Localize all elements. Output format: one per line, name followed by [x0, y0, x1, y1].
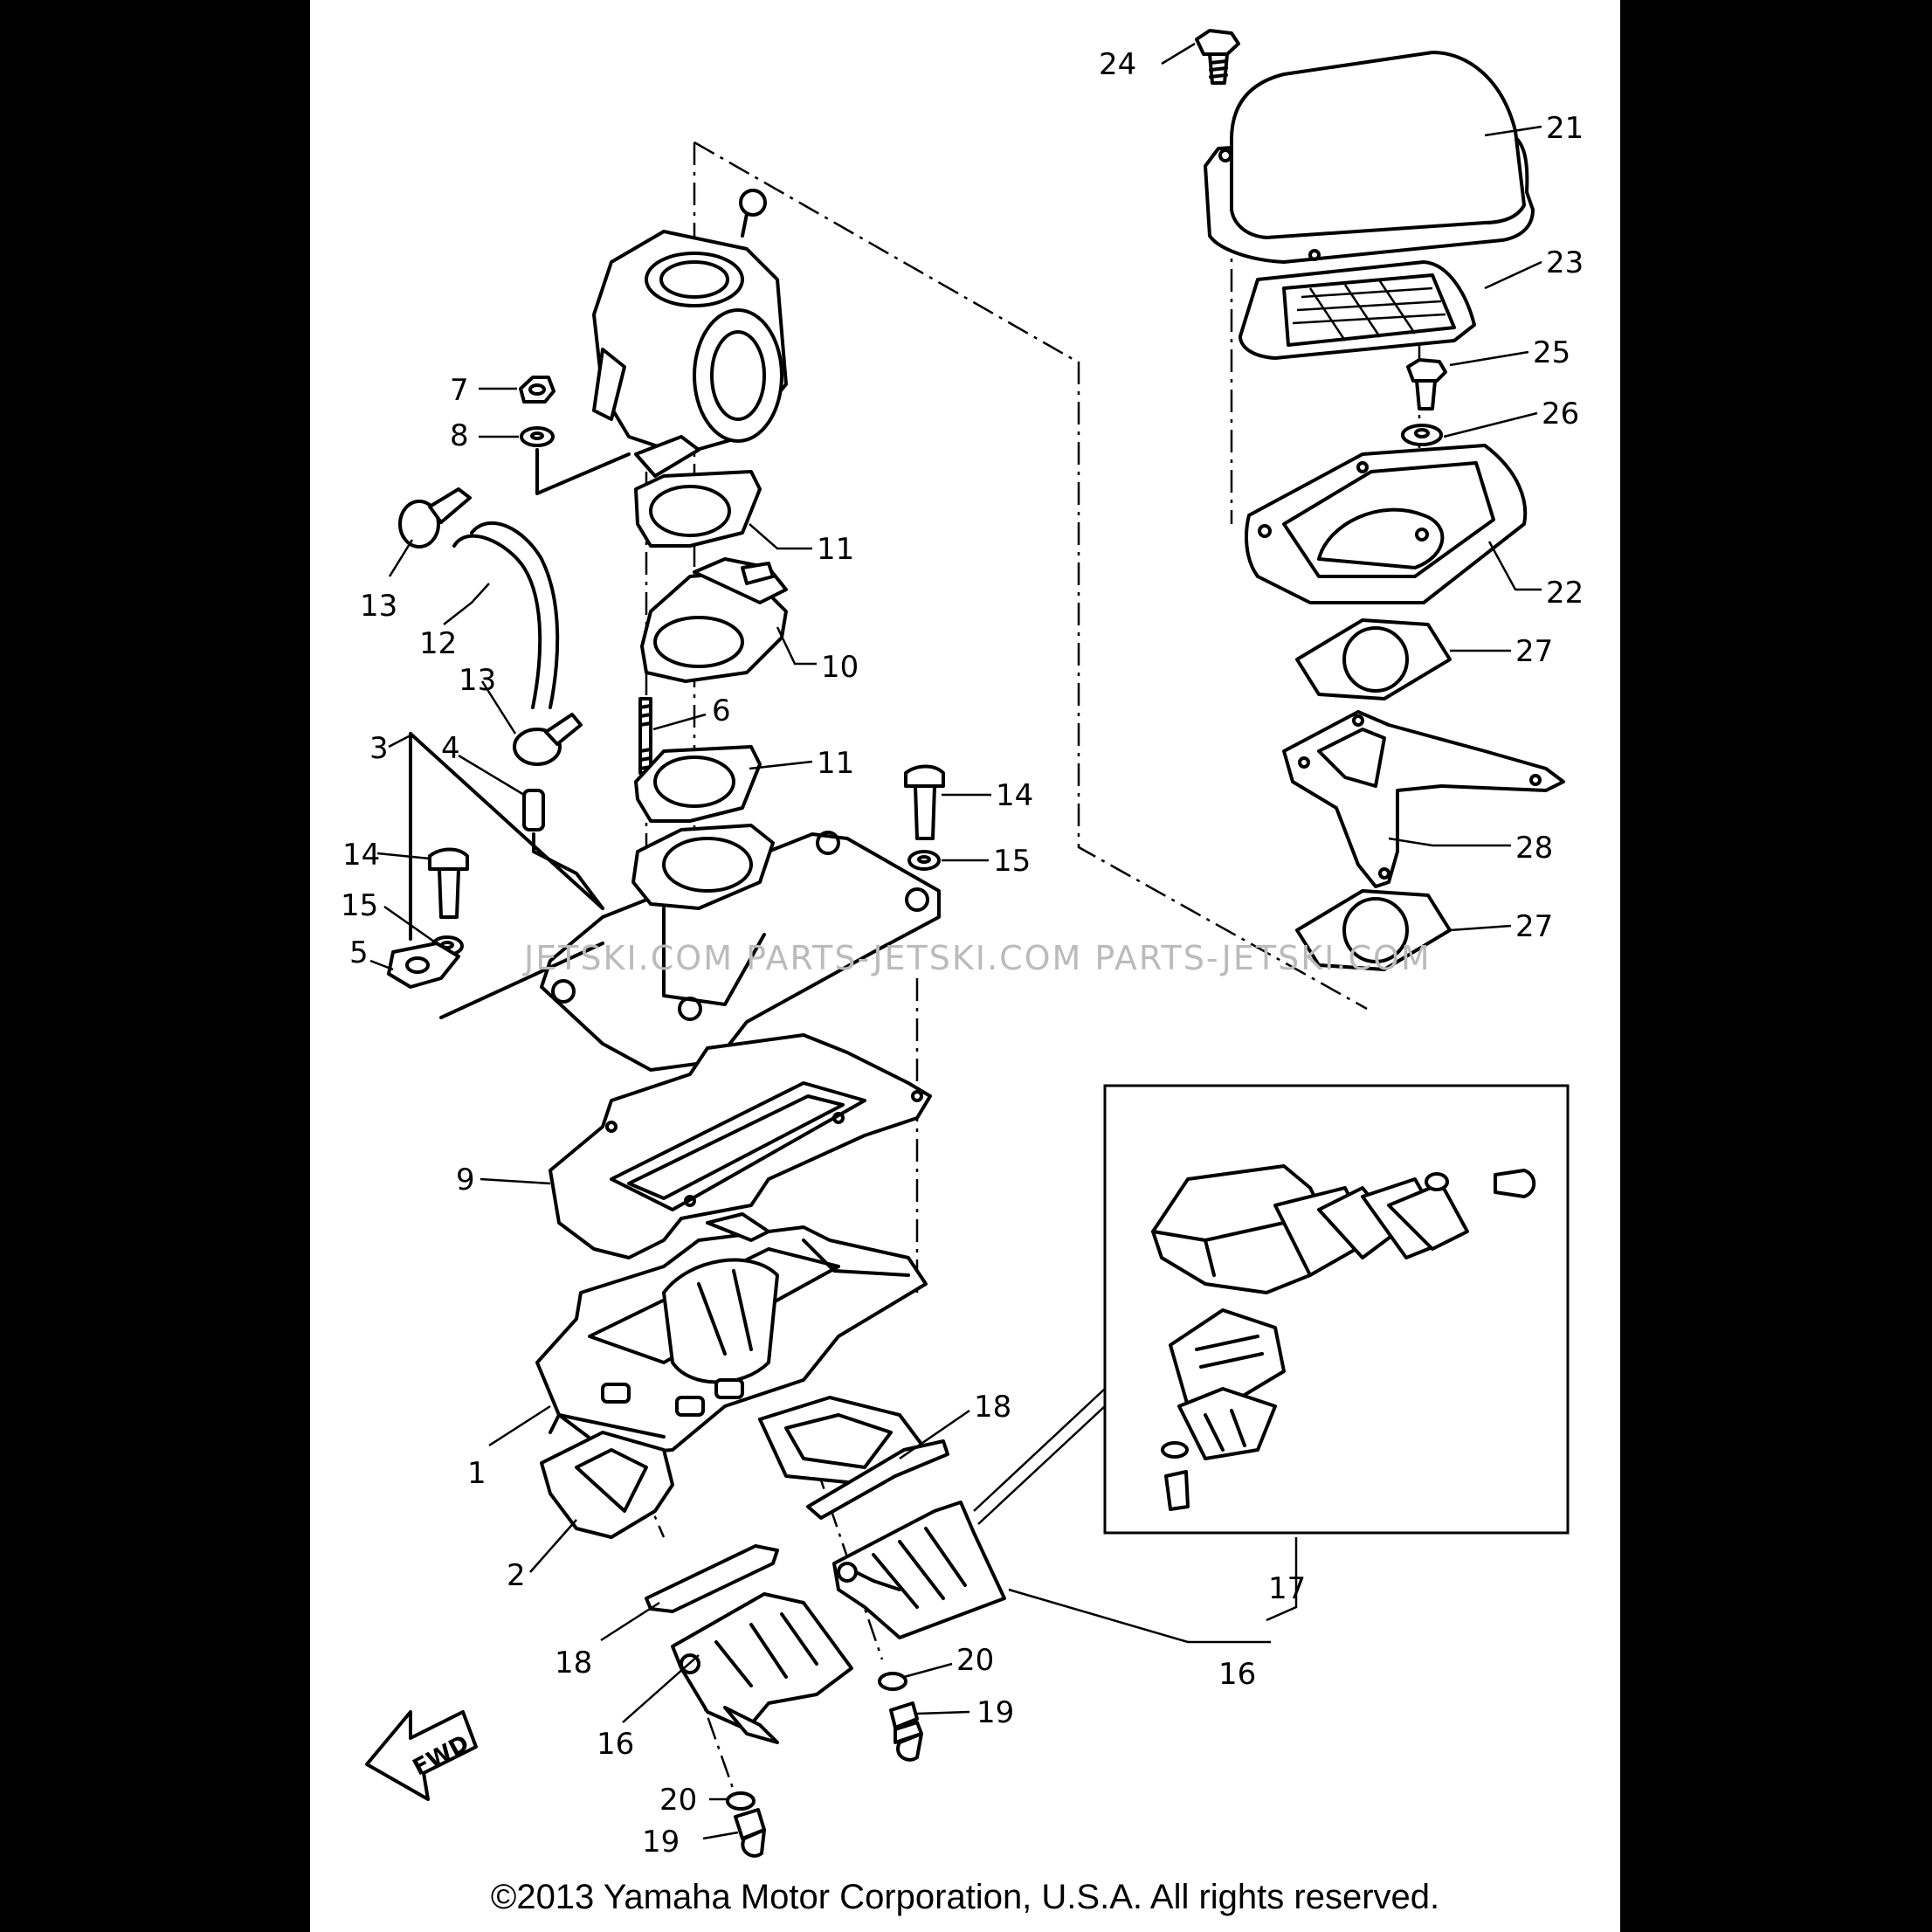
stud-6 — [638, 697, 652, 775]
reed-valve-body-1 — [535, 1212, 928, 1456]
callout-16-left: 16 — [597, 1727, 634, 1762]
bolt-14-right — [904, 764, 945, 840]
callout-3: 3 — [369, 731, 389, 766]
reed-stopper-18-right — [806, 1439, 949, 1520]
joint-10 — [640, 557, 788, 683]
screw-19-left — [734, 1808, 766, 1858]
callout-19-left: 19 — [642, 1825, 680, 1860]
gasket-9 — [549, 1033, 932, 1259]
stay-bracket-28 — [1282, 710, 1565, 888]
callout-5: 5 — [349, 935, 369, 970]
callout-11-lower: 11 — [817, 746, 854, 781]
callout-2: 2 — [507, 1558, 526, 1593]
bolt-14-left — [428, 847, 469, 919]
forward-direction-arrow: FWD — [365, 1710, 478, 1801]
callout-numbers: 24 21 23 25 26 22 27 28 27 7 8 11 13 12 … — [341, 47, 1584, 1860]
callout-1: 1 — [467, 1456, 486, 1491]
callout-7: 7 — [450, 373, 469, 408]
callout-9: 9 — [456, 1163, 475, 1197]
watermark: JETSKI.COM PARTS-JETSKI.COM PARTS-JETSKI… — [522, 939, 1432, 977]
washer-15-right — [907, 850, 941, 871]
callout-14-right: 14 — [996, 778, 1033, 813]
callout-13-upper: 13 — [360, 589, 397, 624]
callout-15-right: 15 — [993, 844, 1031, 879]
filter-element — [1239, 260, 1476, 360]
clamp-5 — [387, 942, 460, 989]
carburetor — [592, 189, 788, 478]
callout-6: 6 — [712, 693, 731, 728]
gasket-11-upper — [634, 470, 762, 548]
callout-8: 8 — [450, 418, 469, 453]
callout-10: 10 — [821, 650, 859, 685]
callout-19-right: 19 — [976, 1695, 1014, 1730]
washer-20-right — [878, 1672, 907, 1691]
callout-28: 28 — [1515, 831, 1553, 866]
washer-8 — [520, 426, 555, 447]
callout-24: 24 — [1099, 47, 1136, 82]
callout-27-lower: 27 — [1515, 909, 1553, 944]
gasket-11-lower — [634, 745, 762, 823]
hose-clamp-13-lower — [513, 713, 583, 766]
air-filter-cover — [1204, 51, 1535, 264]
gasket-27-upper — [1295, 618, 1452, 700]
callout-16-right: 16 — [1218, 1657, 1256, 1692]
hose-12 — [452, 521, 560, 709]
callout-26: 26 — [1542, 397, 1579, 431]
air-box-base-22 — [1245, 444, 1528, 604]
callout-22: 22 — [1546, 576, 1584, 611]
nut-7 — [519, 376, 555, 404]
callout-17: 17 — [1268, 1571, 1306, 1606]
fitting-4 — [522, 789, 604, 910]
hose-clamp-13-upper — [398, 487, 472, 549]
bolt-25 — [1406, 358, 1447, 411]
callout-13-lower: 13 — [459, 663, 496, 698]
callout-4: 4 — [441, 731, 460, 766]
callout-27-upper: 27 — [1515, 634, 1553, 669]
intake-manifold — [540, 824, 941, 1072]
callout-18-right: 18 — [974, 1390, 1011, 1425]
reed-valve-inset-17 — [1103, 1084, 1570, 1535]
callout-14-left: 14 — [342, 838, 380, 873]
callout-11-upper: 11 — [817, 532, 854, 567]
copyright-notice: ©2013 Yamaha Motor Corporation, U.S.A. A… — [490, 1878, 1440, 1916]
callout-25: 25 — [1533, 335, 1570, 370]
screw-19-right — [889, 1701, 923, 1762]
callout-21: 21 — [1546, 111, 1584, 146]
callout-12: 12 — [419, 626, 457, 661]
callout-20-right: 20 — [956, 1643, 994, 1678]
callout-leaders — [369, 42, 1542, 1840]
screw-24 — [1195, 29, 1240, 85]
reed-valve-16-left — [671, 1592, 853, 1744]
callout-18-left: 18 — [555, 1646, 592, 1680]
callout-20-left: 20 — [659, 1783, 697, 1818]
reed-valve-16-right — [832, 1501, 1006, 1639]
callout-15-left: 15 — [341, 888, 378, 923]
washer-20-left — [726, 1791, 756, 1811]
washer-26 — [1401, 424, 1443, 446]
callout-23: 23 — [1546, 245, 1584, 280]
